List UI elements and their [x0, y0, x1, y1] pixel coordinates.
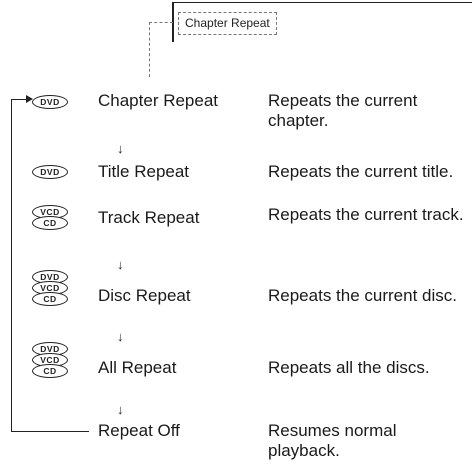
disc-badges: DVD VCD CD: [32, 270, 68, 306]
dvd-badge-icon: DVD: [32, 95, 68, 109]
repeat-mode-label: Chapter Repeat: [98, 91, 219, 110]
down-arrow-icon: ↓: [117, 141, 124, 156]
disc-badges: VCD CD: [32, 205, 68, 230]
repeat-mode-label: All Repeat: [98, 358, 177, 377]
disc-badges: DVD: [32, 95, 68, 109]
down-arrow-icon: ↓: [117, 402, 124, 417]
repeat-mode-description: Repeats the current chapter.: [268, 91, 418, 130]
cycle-loop-bottom: [11, 431, 89, 432]
cycle-loop-line: [11, 99, 12, 431]
cd-badge-icon: CD: [32, 292, 68, 306]
repeat-mode-label: Disc Repeat: [98, 286, 191, 305]
osd-leader-line: [143, 22, 173, 82]
osd-label: Chapter Repeat: [178, 12, 277, 35]
repeat-mode-label: Track Repeat: [98, 208, 200, 227]
disc-badges: DVD VCD CD: [32, 342, 68, 378]
repeat-mode-label: Repeat Off: [98, 421, 180, 440]
cycle-arrow-right-icon: [26, 95, 33, 103]
repeat-mode-label: Title Repeat: [98, 162, 190, 181]
cycle-loop-top: [11, 99, 27, 100]
repeat-mode-description: Resumes normal playback.: [268, 421, 397, 460]
disc-badges: DVD: [32, 165, 68, 179]
osd-callout: Chapter Repeat: [170, 2, 472, 44]
osd-frame-left: [172, 2, 174, 42]
cd-badge-icon: CD: [32, 364, 68, 378]
cd-badge-icon: CD: [32, 216, 68, 230]
down-arrow-icon: ↓: [117, 257, 124, 272]
dvd-badge-icon: DVD: [32, 342, 68, 356]
repeat-mode-description: Repeats the current disc.: [268, 286, 457, 305]
repeat-mode-description: Repeats all the discs.: [268, 358, 430, 377]
osd-frame-top: [172, 2, 472, 3]
repeat-mode-description: Repeats the current track.: [268, 205, 464, 224]
down-arrow-icon: ↓: [117, 329, 124, 344]
dvd-badge-icon: DVD: [32, 165, 68, 179]
repeat-mode-description: Repeats the current title.: [268, 162, 454, 181]
